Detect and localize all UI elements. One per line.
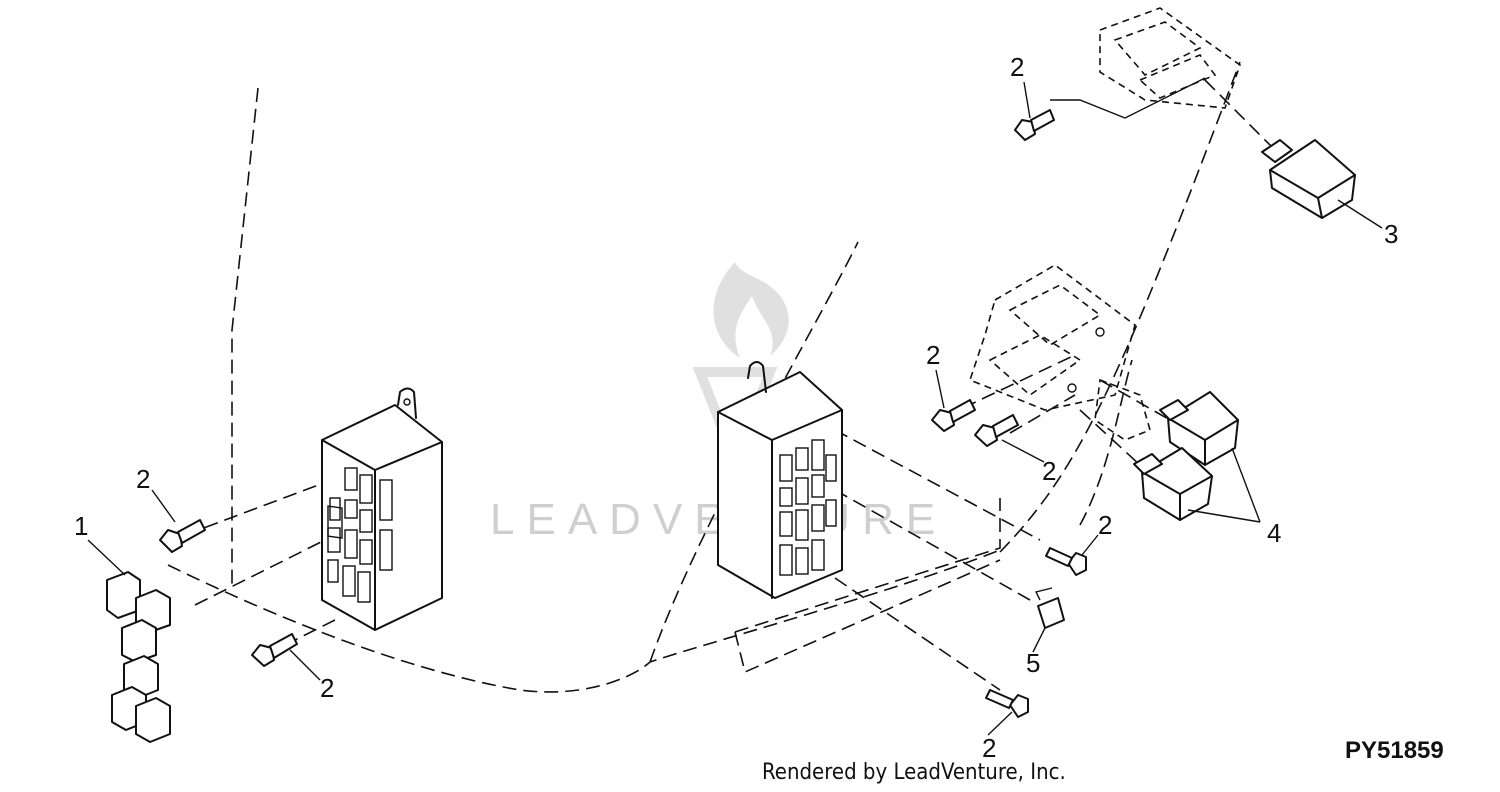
relay-stack-left [106, 571, 171, 743]
callout-4: 4 [1267, 518, 1281, 548]
figure-id: PY51859 [1345, 737, 1444, 764]
relay-4-upper [1159, 391, 1239, 466]
bolt [931, 399, 976, 432]
bolt [1014, 109, 1055, 141]
callout-2: 2 [1098, 510, 1112, 540]
relay-3 [1261, 139, 1356, 219]
fuse-box-center [717, 361, 843, 599]
bolt [1045, 547, 1087, 576]
fuse-5 [1034, 587, 1065, 629]
callout-3: 3 [1384, 219, 1398, 249]
relay-4-lower [1133, 447, 1213, 521]
ghost-socket-lower [969, 264, 1151, 441]
callout-2: 2 [1042, 456, 1056, 486]
callout-2: 2 [320, 673, 334, 703]
callout-2: 2 [1010, 52, 1024, 82]
fuse-box-left [321, 387, 443, 631]
callout-2: 2 [136, 464, 150, 494]
bolts [159, 109, 1087, 718]
callout-1: 1 [74, 511, 88, 541]
callout-labels: 1 2 2 2 2 2 2 2 3 4 5 [74, 52, 1398, 763]
bolt [251, 633, 298, 667]
bolt [159, 519, 206, 553]
callout-2: 2 [926, 340, 940, 370]
callout-5: 5 [1026, 648, 1040, 678]
bolt [985, 689, 1029, 718]
credit-line: Rendered by LeadVenture, Inc. [762, 760, 1066, 785]
bolt [974, 414, 1019, 447]
ghost-socket-upper [1050, 7, 1241, 119]
callout-2: 2 [982, 733, 996, 763]
callout-leaders [87, 81, 1383, 736]
